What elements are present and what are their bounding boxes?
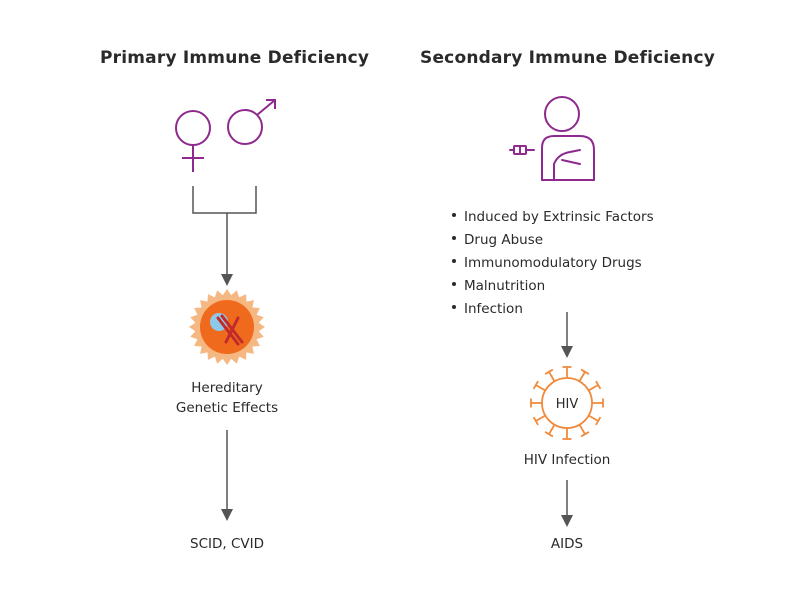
virus-spike [548, 371, 556, 382]
factor-item: Malnutrition [452, 276, 654, 299]
factor-item: Drug Abuse [452, 230, 654, 253]
inheritance-connector [192, 186, 257, 286]
hiv-infection-label: HIV Infection [523, 452, 611, 468]
male-symbol-icon [227, 99, 276, 145]
virus-icon [530, 366, 604, 440]
virus-spike-cap [580, 431, 590, 438]
primary-cause-line-2: Genetic Effects [175, 400, 279, 416]
bullet [452, 282, 456, 286]
virus-spike-cap [544, 431, 554, 438]
virus-spike [535, 384, 546, 392]
secondary-title: Secondary Immune Deficiency [420, 48, 716, 68]
factor-item: Infection [452, 299, 654, 322]
factor-item: Induced by Extrinsic Factors [452, 207, 654, 230]
secondary-outcome: AIDS [550, 536, 584, 552]
virus-spike-cap [544, 368, 554, 375]
virus-spike [535, 414, 546, 422]
bullet [452, 305, 456, 309]
primary-cause-label: Hereditary Genetic Effects [162, 378, 292, 418]
virus-spike [588, 414, 599, 422]
virus-spike [578, 371, 586, 382]
primary-title: Primary Immune Deficiency [100, 48, 370, 68]
female-symbol-icon [175, 110, 211, 172]
virus-spike-cap [532, 416, 539, 426]
virus-spike-cap [595, 416, 602, 426]
virus-label: HIV [556, 397, 579, 412]
bullet [452, 236, 456, 240]
bullet [452, 259, 456, 263]
extrinsic-factors-list: Induced by Extrinsic Factors Drug Abuse … [452, 207, 654, 322]
virus-spike-cap [595, 380, 602, 390]
virus-spike [548, 424, 556, 435]
factor-item: Immunomodulatory Drugs [452, 253, 654, 276]
virus-spike [578, 424, 586, 435]
primary-outcome: SCID, CVID [190, 536, 264, 552]
virus-spike-cap [532, 380, 539, 390]
primary-cause-line-1: Hereditary [191, 380, 263, 396]
virus-spike-cap [580, 368, 590, 375]
virus-spike [588, 384, 599, 392]
patient-injection-icon [509, 96, 595, 181]
cell-chromosome-icon [189, 289, 265, 365]
bullet [452, 213, 456, 217]
